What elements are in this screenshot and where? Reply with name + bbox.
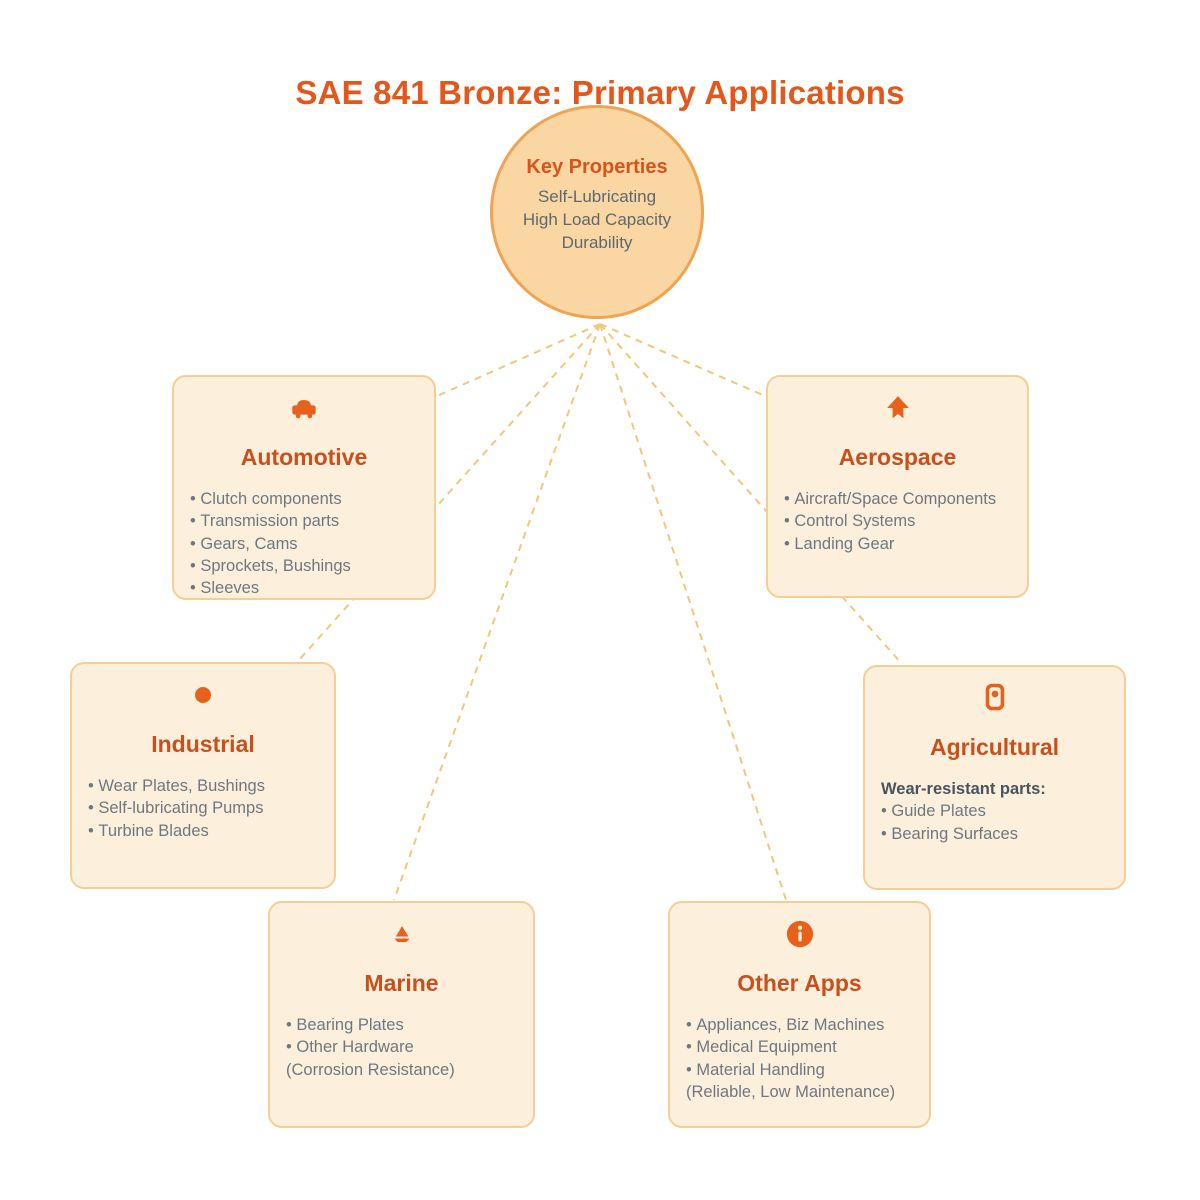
connector-line-marine (393, 323, 601, 901)
list-item: Wear Plates, Bushings (88, 775, 318, 797)
connector-line-aerospace (599, 323, 766, 397)
list-item: Guide Plates (881, 800, 1108, 822)
card-note: (Corrosion Resistance) (286, 1060, 455, 1079)
card-agricultural: Agricultural Wear-resistant parts: Guide… (863, 665, 1126, 890)
list-item: Clutch components (190, 488, 418, 510)
card-intro: Wear-resistant parts: (881, 780, 1046, 798)
card-items: Appliances, Biz MachinesMedical Equipmen… (686, 1014, 913, 1081)
circle-property: High Load Capacity (522, 210, 672, 229)
circle-property: Self-Lubricating (537, 187, 657, 206)
list-item: Sprockets, Bushings (190, 555, 418, 577)
list-item: Turbine Blades (88, 820, 318, 842)
circle-title: Key Properties (526, 156, 668, 178)
list-item: Transmission parts (190, 510, 418, 532)
list-item: Sleeves (190, 577, 418, 599)
sailboat-icon (286, 919, 517, 949)
list-item: Other Hardware (286, 1036, 517, 1058)
card-title: Marine (364, 970, 439, 996)
list-item: Self-lubricating Pumps (88, 797, 318, 819)
card-note: (Reliable, Low Maintenance) (686, 1082, 896, 1101)
list-item: Aircraft/Space Components (784, 488, 1011, 510)
connector-line-automotive (436, 323, 601, 397)
list-item: Landing Gear (784, 533, 1011, 555)
connector-line-agricultural (599, 323, 903, 665)
card-title: Other Apps (737, 970, 862, 996)
card-marine: Marine Bearing PlatesOther Hardware (Cor… (268, 901, 535, 1128)
list-item: Bearing Surfaces (881, 823, 1108, 845)
card-items: Guide PlatesBearing Surfaces (881, 800, 1108, 845)
card-items: Wear Plates, BushingsSelf-lubricating Pu… (88, 775, 318, 842)
card-items: Bearing PlatesOther Hardware (286, 1014, 517, 1059)
card-title: Aerospace (838, 444, 957, 470)
card-items: Aircraft/Space ComponentsControl Systems… (784, 488, 1011, 555)
list-item: Appliances, Biz Machines (686, 1014, 913, 1036)
list-item: Material Handling (686, 1059, 913, 1081)
list-item: Bearing Plates (286, 1014, 517, 1036)
list-item: Medical Equipment (686, 1036, 913, 1058)
car-icon (190, 393, 418, 423)
card-industrial: Industrial Wear Plates, BushingsSelf-lub… (70, 662, 336, 889)
card-other-apps: Other Apps Appliances, Biz MachinesMedic… (668, 901, 931, 1128)
card-title: Agricultural (929, 734, 1060, 760)
card-title: Industrial (151, 731, 255, 757)
list-item: Control Systems (784, 510, 1011, 532)
connector-line-other-apps (599, 323, 787, 901)
list-item: Gears, Cams (190, 533, 418, 555)
card-title: Automotive (240, 444, 368, 470)
key-properties-circle: Key Properties Self-Lubricating High Loa… (490, 105, 704, 319)
dot-icon (88, 680, 318, 710)
card-automotive: Automotive Clutch componentsTransmission… (172, 375, 436, 600)
info-icon (686, 919, 913, 949)
rocket-arrow-icon (784, 393, 1011, 423)
device-icon (881, 683, 1108, 713)
circle-property: Durability (561, 233, 633, 252)
connector-line-industrial (298, 323, 601, 661)
card-aerospace: Aerospace Aircraft/Space ComponentsContr… (766, 375, 1029, 598)
card-items: Clutch componentsTransmission partsGears… (190, 488, 418, 599)
page-title: SAE 841 Bronze: Primary Applications (295, 74, 905, 112)
